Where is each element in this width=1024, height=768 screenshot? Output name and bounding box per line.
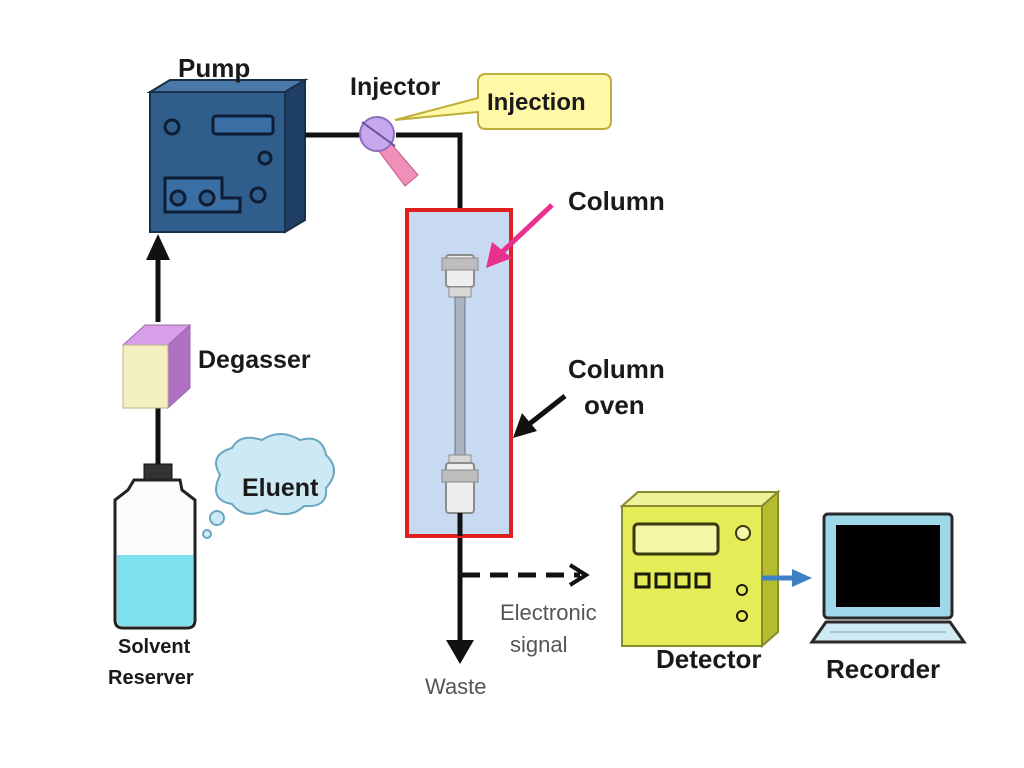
electronic-signal-label-line2: signal	[510, 632, 567, 657]
tubing	[155, 132, 463, 650]
pump-label: Pump	[178, 53, 250, 83]
injector	[359, 116, 419, 187]
pump	[146, 78, 309, 234]
injector-label: Injector	[350, 73, 441, 101]
recorder	[809, 512, 967, 644]
detector-label: Detector	[656, 644, 761, 674]
solvent-reserver-label-line1: Solvent	[118, 636, 191, 658]
flow-arrow-into-pump	[146, 234, 170, 260]
solvent-reserver-bottle	[113, 463, 197, 630]
degasser	[121, 323, 192, 410]
column-oven-label-line2: oven	[584, 390, 645, 420]
waste-label: Waste	[425, 674, 487, 699]
solvent-reserver-label-line2: Reserver	[108, 667, 194, 689]
column-oven-label-line1: Column	[568, 354, 665, 384]
flow-arrow-to-waste	[446, 640, 474, 664]
recorder-label: Recorder	[826, 654, 940, 684]
injection-callout	[394, 73, 612, 130]
injection-label: Injection	[487, 89, 586, 116]
column-label: Column	[568, 186, 665, 216]
detector	[619, 489, 781, 649]
eluent-label: Eluent	[242, 474, 319, 502]
degasser-label: Degasser	[198, 346, 311, 374]
detector-to-recorder-arrow	[762, 569, 812, 587]
electronic-signal-label-line1: Electronic	[500, 600, 597, 625]
column-oven-pointer-arrow	[513, 394, 567, 438]
eluent-thought-cloud	[202, 433, 335, 539]
column	[441, 254, 479, 536]
electronic-signal-arrow	[462, 563, 590, 587]
column-pointer-arrow	[486, 203, 554, 268]
